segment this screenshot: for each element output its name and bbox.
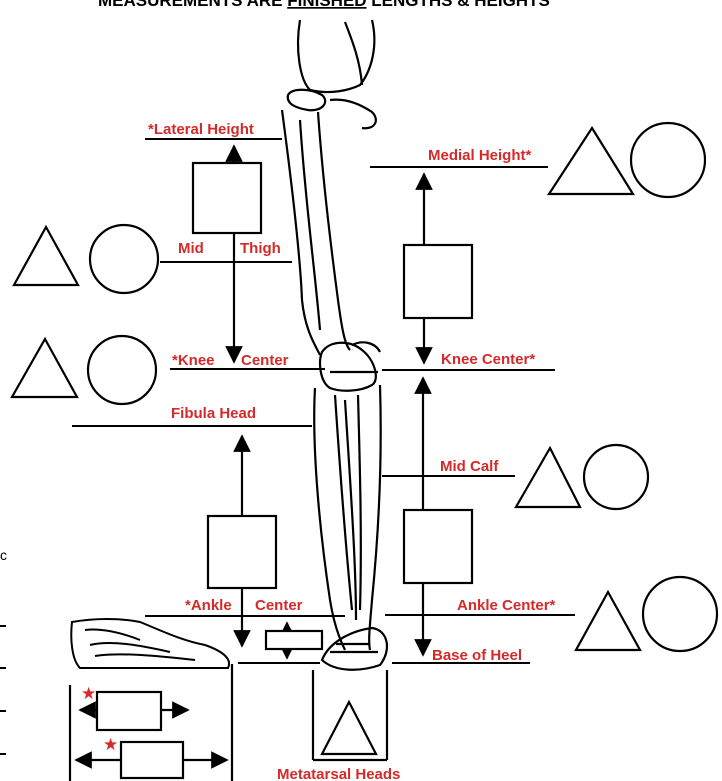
ankle-circle-icon[interactable]: [643, 577, 717, 651]
diagram-title: MEASUREMENTS ARE FINISHED LENGTHS & HEIG…: [98, 0, 550, 10]
ankle-center-left-label: *Ankle: [185, 597, 232, 614]
margin-character: c: [0, 547, 7, 563]
metatarsal-bracket: [313, 670, 387, 760]
foot-length-entry-box-2[interactable]: [121, 742, 183, 778]
medial-height-circle-icon[interactable]: [631, 123, 705, 197]
metatarsal-heads-label: Metatarsal Heads: [277, 766, 400, 781]
medial-height-label: Medial Height*: [428, 147, 532, 164]
lateral-height-label: *Lateral Height: [148, 121, 254, 138]
star-icon: ★: [81, 684, 96, 704]
knee-heel-entry-box[interactable]: [404, 510, 472, 583]
mid-thigh-label-thigh: Thigh: [240, 240, 281, 257]
knee-center-left-label: *Knee: [172, 352, 215, 369]
star-icon: ★: [103, 735, 118, 755]
mid-thigh-label-mid: Mid: [178, 240, 204, 257]
ankle-center-left-label-2: Center: [255, 597, 303, 614]
ankle-center-right-label: Ankle Center*: [457, 597, 556, 614]
medial-height-entry-box[interactable]: [404, 245, 472, 318]
fibula-head-label: Fibula Head: [171, 405, 256, 422]
foot-length-entry-box-1[interactable]: [97, 692, 161, 730]
knee-triangle-icon[interactable]: [12, 339, 77, 397]
fibula-ankle-entry-box[interactable]: [208, 516, 276, 588]
mid-calf-label: Mid Calf: [440, 458, 499, 475]
metatarsal-heads-triangle: [322, 702, 376, 754]
ankle-triangle-icon[interactable]: [576, 592, 640, 650]
leg-skeleton-illustration: [282, 20, 387, 670]
knee-center-right-label: Knee Center*: [441, 351, 535, 368]
ankle-heel-entry-box[interactable]: [266, 631, 322, 649]
knee-center-left-label-2: Center: [241, 352, 289, 369]
foot-profile-illustration: [71, 619, 229, 668]
mid-calf-triangle-icon[interactable]: [516, 448, 580, 507]
mid-thigh-triangle-icon[interactable]: [14, 227, 78, 285]
knee-circle-icon[interactable]: [88, 336, 156, 404]
lateral-height-entry-box[interactable]: [193, 163, 261, 233]
mid-calf-circle-icon[interactable]: [584, 445, 648, 509]
mid-thigh-circle-icon[interactable]: [90, 225, 158, 293]
base-of-heel-label: Base of Heel: [432, 647, 522, 664]
medial-height-triangle-icon[interactable]: [549, 128, 633, 194]
